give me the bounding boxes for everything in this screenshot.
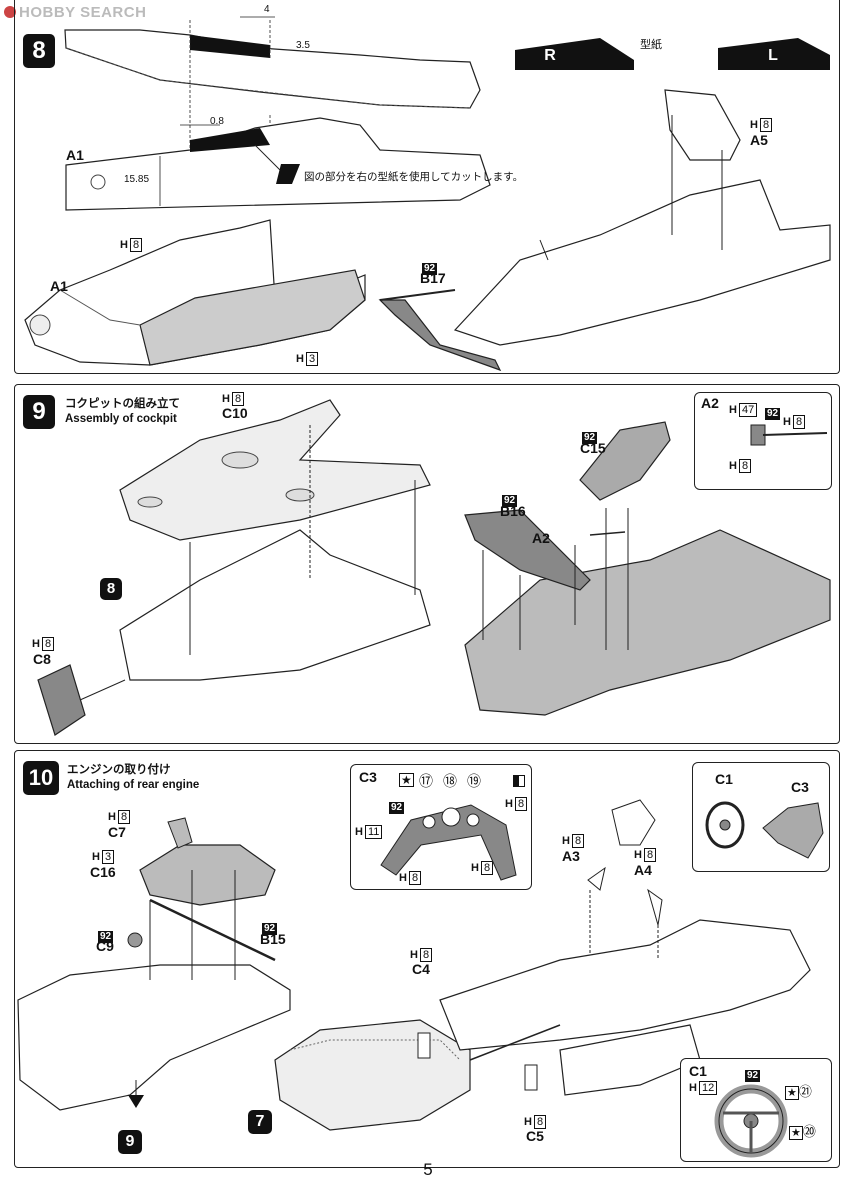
- cut-note: 図の部分を右の型紙を使用してカットします。: [304, 171, 524, 183]
- callout-a2-color: 92: [765, 408, 781, 420]
- callout-c3-title: C3: [359, 769, 377, 785]
- part-b17-color: 92: [422, 263, 438, 275]
- step8-number: 8: [23, 34, 55, 68]
- template-r: R: [544, 47, 556, 64]
- dim-15-85: 15.85: [124, 174, 150, 185]
- label-b16: B16: [500, 503, 526, 519]
- label-b17: B17: [420, 270, 446, 286]
- part-b16-color: 92: [502, 495, 518, 507]
- callout-c3-d17: ⑰: [419, 773, 433, 789]
- callout-c3-d18: ⑱: [443, 773, 457, 789]
- callout-c3-d19: ⑲: [467, 773, 481, 789]
- callout-c1c3-drawing: [705, 801, 824, 859]
- step10-ref-step9: 9: [118, 1130, 142, 1154]
- callout-c1-d21: ★㉑: [785, 1084, 812, 1100]
- watermark: HOBBY SEARCH: [4, 4, 146, 21]
- part-b15-color: 92: [262, 923, 278, 935]
- step9-title-en: Assembly of cockpit: [65, 413, 177, 425]
- label-a3: A3: [562, 848, 580, 864]
- label-a5: A5: [750, 132, 768, 148]
- callout-c3-drawing: [380, 804, 517, 881]
- step10-ref-step7: 7: [248, 1110, 272, 1134]
- label-a4: A4: [634, 862, 652, 878]
- callout-c1c3-c1: C1: [715, 771, 733, 787]
- callout-a2-title: A2: [701, 395, 719, 411]
- label-a2: A2: [532, 530, 550, 546]
- callout-c1c3-c3: C3: [791, 779, 809, 795]
- label-c16: C16: [90, 864, 116, 880]
- step10-drawing: [17, 799, 811, 1131]
- star-icon: ★: [789, 1126, 803, 1140]
- step9-panel: 9 コクピットの組み立て Assembly of cockpit: [14, 384, 840, 744]
- label-c15: C15: [580, 440, 606, 456]
- callout-a2-drawing: [750, 424, 828, 446]
- label-c5: C5: [526, 1128, 544, 1144]
- step10-panel: 10 エンジンの取り付け Attaching of rear engine: [14, 750, 840, 1168]
- step8-drawing: [24, 16, 831, 372]
- label-c9: C9: [96, 938, 114, 954]
- logo-icon: [4, 6, 16, 18]
- step10-title-en: Attaching of rear engine: [67, 779, 200, 791]
- star-icon: ★: [785, 1086, 799, 1100]
- star-icon: ★: [399, 773, 414, 787]
- label-c7: C7: [108, 824, 126, 840]
- callout-c1-d20: ★⑳: [789, 1124, 816, 1140]
- step9-title-jp: コクピットの組み立て: [65, 398, 180, 410]
- template-title: 型紙: [640, 39, 662, 51]
- checker-icon: [513, 775, 525, 787]
- step10-number: 10: [23, 761, 59, 795]
- steering-wheel-drawing: [714, 1084, 788, 1158]
- part-c15-color: 92: [582, 432, 598, 444]
- label-c10: C10: [222, 405, 248, 421]
- label-b15: B15: [260, 931, 286, 947]
- step8-panel: 8: [14, 0, 840, 374]
- dim-0-8: 0.8: [210, 116, 224, 127]
- callout-c1-title: C1: [689, 1063, 707, 1079]
- label-a1-top: A1: [66, 147, 84, 163]
- callout-c1-color: 92: [745, 1070, 761, 1082]
- label-c8: C8: [33, 651, 51, 667]
- label-c4: C4: [412, 961, 430, 977]
- part-c9-color: 92: [98, 931, 114, 943]
- page-number: 5: [423, 1160, 433, 1179]
- dim-3-5: 3.5: [296, 40, 310, 51]
- step10-title-jp: エンジンの取り付け: [67, 764, 171, 776]
- step9-ref-step8: 8: [100, 578, 122, 600]
- callout-c1-c3: C1 C3: [692, 762, 830, 872]
- template-l: L: [768, 47, 778, 64]
- label-a1-bottom: A1: [50, 278, 68, 294]
- step9-drawing: [37, 399, 831, 736]
- dim-4: 4: [264, 4, 270, 15]
- callout-c3-color: 92: [389, 802, 405, 814]
- step9-number: 9: [23, 395, 55, 429]
